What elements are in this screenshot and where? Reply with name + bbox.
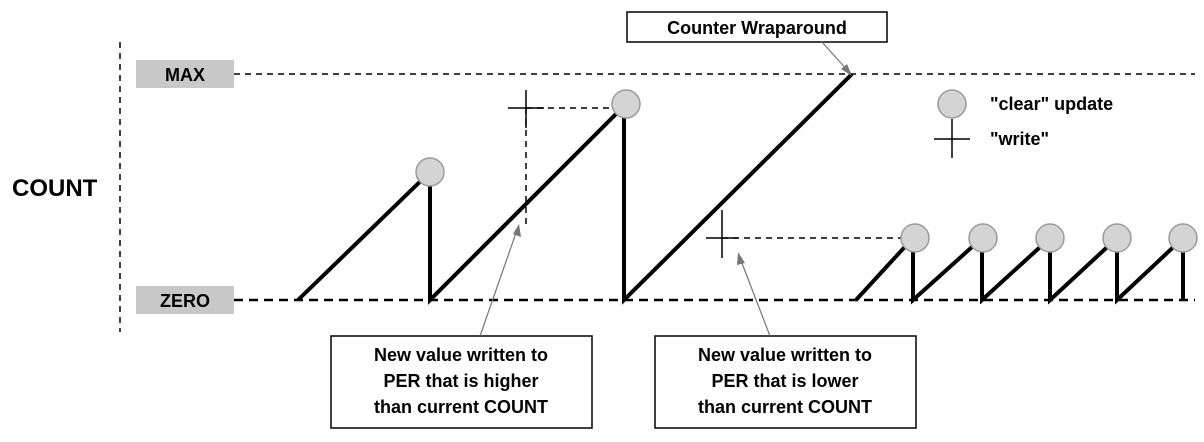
clear-update-icon xyxy=(415,157,445,187)
callout-higher-line-2: PER that is higher xyxy=(383,371,538,391)
clear-update-icon xyxy=(1102,223,1132,253)
zero-tag: ZERO xyxy=(136,286,234,314)
max-tag: MAX xyxy=(136,60,234,88)
legend-clear-label: "clear" update xyxy=(990,94,1113,114)
write-marker-icon xyxy=(508,90,544,128)
max-label: MAX xyxy=(165,65,205,85)
callout-lower-line-2: PER that is lower xyxy=(711,371,858,391)
clear-update-icon xyxy=(1035,223,1065,253)
callout-lower-line-1: New value written to xyxy=(698,345,872,365)
callout-lower-line-3: than current COUNT xyxy=(698,397,872,417)
wraparound-callout: Counter Wraparound xyxy=(626,11,888,76)
wraparound-label: Counter Wraparound xyxy=(667,18,847,38)
count-waveform-segment-1 xyxy=(296,72,854,305)
callout-higher-line-3: than current COUNT xyxy=(374,397,548,417)
zero-label: ZERO xyxy=(160,291,210,311)
legend: "clear" update "write" xyxy=(934,89,1113,158)
clear-update-icon xyxy=(900,223,930,253)
write-marker-icon xyxy=(706,210,738,258)
clear-update-icon xyxy=(968,223,998,253)
callout-higher-line-1: New value written to xyxy=(374,345,548,365)
callout-lower: New value written to PER that is lower t… xyxy=(654,252,917,429)
clear-update-icon xyxy=(611,89,641,119)
count-label: COUNT xyxy=(12,175,98,202)
callout-higher: New value written to PER that is higher … xyxy=(330,224,593,429)
circle-marker-icon xyxy=(937,89,967,119)
legend-write-label: "write" xyxy=(990,129,1049,149)
clear-update-icon xyxy=(1168,223,1198,253)
